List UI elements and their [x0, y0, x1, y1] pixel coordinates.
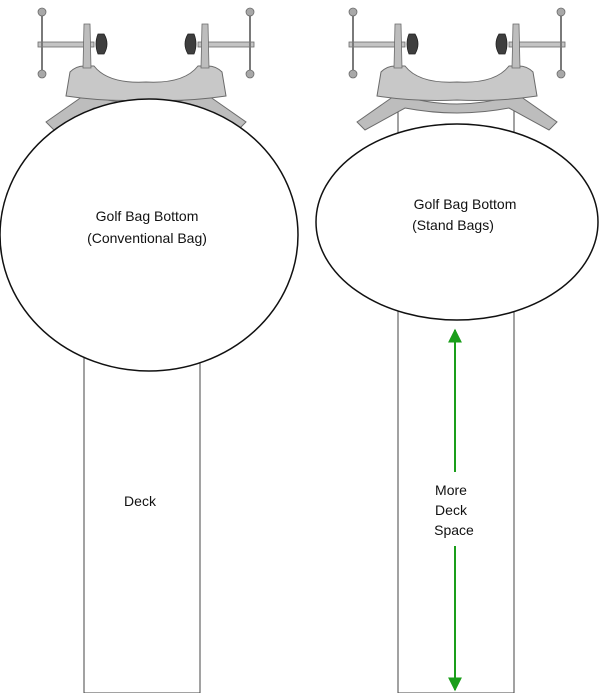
right-panel: Golf Bag Bottom (Stand Bags) More Deck S…: [315, 7, 599, 693]
golf-bag-bottom-conventional: [0, 98, 299, 372]
bag-label-right-line1: Golf Bag Bottom: [414, 196, 517, 212]
deck-label-right-line3: Space: [434, 522, 474, 538]
left-panel: Golf Bag Bottom (Conventional Bag) Deck: [0, 7, 299, 693]
bag-label-left-line1: Golf Bag Bottom: [96, 208, 199, 224]
deck-label-right-line1: More: [435, 482, 467, 498]
bag-label-right-line2: (Stand Bags): [412, 217, 494, 233]
golf-bag-bottom-stand: [315, 123, 599, 321]
bag-label-left-line2: (Conventional Bag): [87, 230, 207, 246]
deck-label-right-line2: Deck: [435, 502, 468, 518]
deck-label-left: Deck: [124, 493, 157, 509]
bag-clamp-right-icon: [348, 7, 566, 131]
